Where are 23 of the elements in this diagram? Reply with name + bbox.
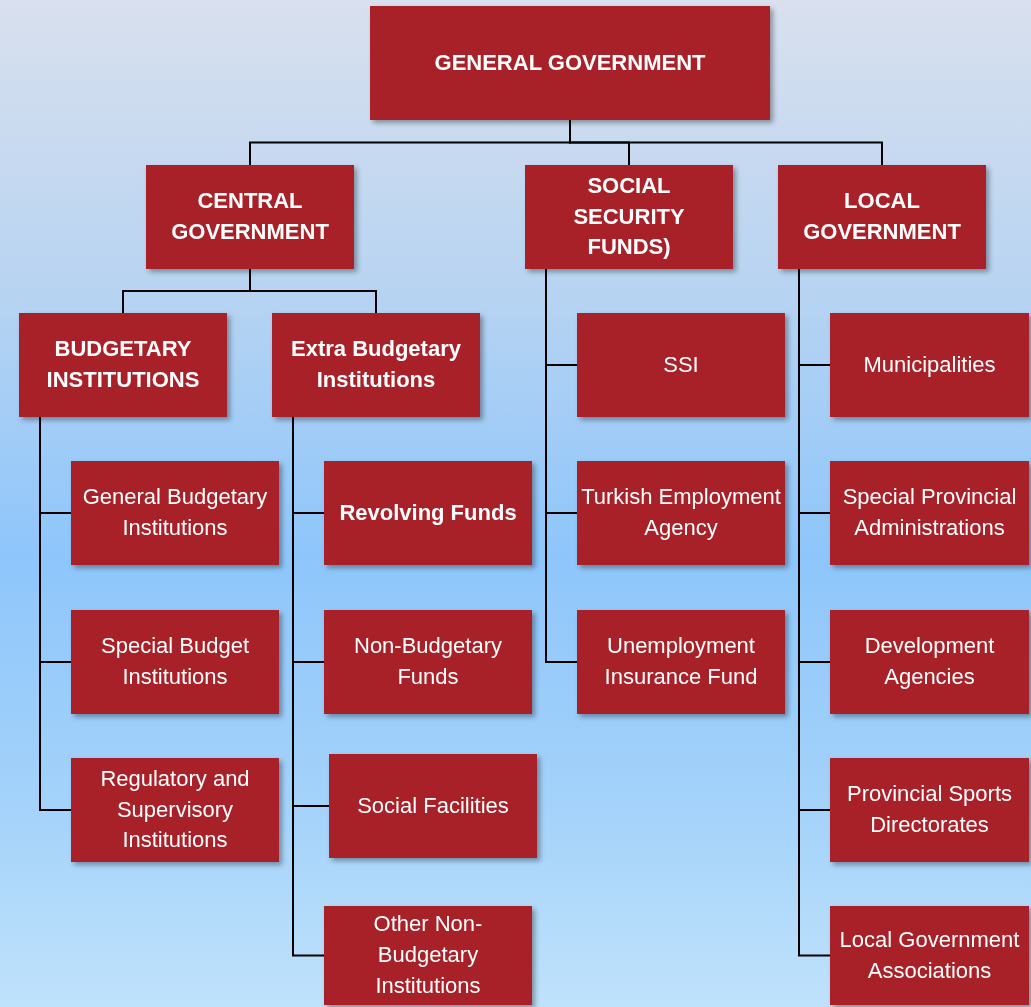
- org-box: Special Provincial Administrations: [830, 461, 1029, 565]
- org-box: Revolving Funds: [324, 461, 532, 565]
- org-box: Turkish Employment Agency: [577, 461, 785, 565]
- org-box: General Budgetary Institutions: [71, 461, 279, 565]
- org-box: SOCIAL SECURITY FUNDS): [525, 165, 733, 269]
- connector-line: [249, 268, 377, 314]
- org-box: Social Facilities: [329, 754, 537, 858]
- org-box: SSI: [577, 313, 785, 417]
- org-box: GENERAL GOVERNMENT: [370, 6, 770, 120]
- org-box: Special Budget Institutions: [71, 610, 279, 714]
- org-box: Regulatory and Supervisory Institutions: [71, 758, 279, 862]
- org-box: Local Government Associations: [830, 906, 1029, 1005]
- org-box: CENTRAL GOVERNMENT: [146, 165, 354, 269]
- org-box: Municipalities: [830, 313, 1029, 417]
- org-box: BUDGETARY INSTITUTIONS: [19, 313, 227, 417]
- org-box: Other Non-Budgetary Institutions: [324, 906, 532, 1005]
- org-box: Unemployment Insurance Fund: [577, 610, 785, 714]
- org-box: Development Agencies: [830, 610, 1029, 714]
- connector-line: [569, 119, 883, 166]
- org-box: LOCAL GOVERNMENT: [778, 165, 986, 269]
- org-box: Extra Budgetary Institutions: [272, 313, 480, 417]
- org-box: Non-Budgetary Funds: [324, 610, 532, 714]
- org-box: Provincial Sports Directorates: [830, 758, 1029, 862]
